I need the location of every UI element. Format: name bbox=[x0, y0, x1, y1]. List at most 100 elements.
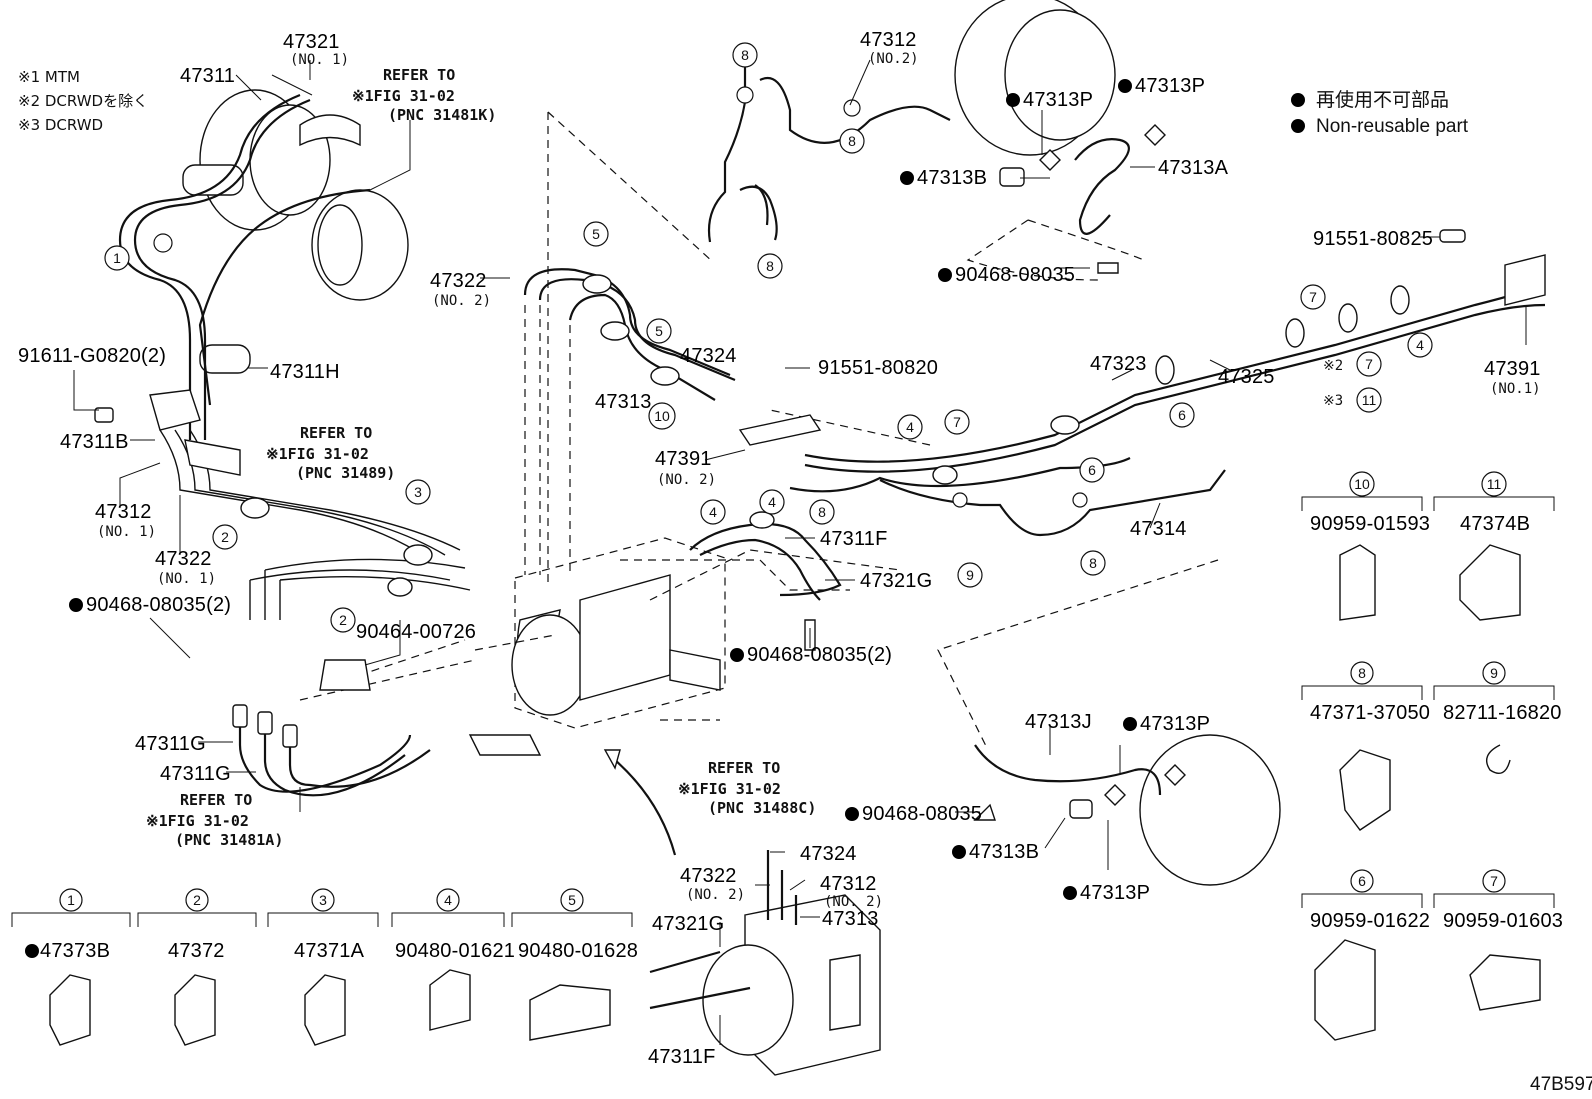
clamp-6: 6 90959-01622 bbox=[1310, 869, 1430, 932]
label-note3: ※3 bbox=[1323, 393, 1343, 409]
svg-text:4: 4 bbox=[768, 494, 776, 510]
label-47311H: 47311H bbox=[270, 361, 340, 383]
label-47312-no2: 47312 bbox=[860, 29, 917, 51]
svg-text:1: 1 bbox=[67, 892, 75, 908]
rear-brake-drum-lower bbox=[973, 734, 1281, 886]
label-note2: ※2 bbox=[1323, 358, 1343, 374]
svg-text:6: 6 bbox=[1178, 407, 1186, 423]
label-47324: 47324 bbox=[680, 345, 737, 367]
callout-1: 1 bbox=[104, 245, 130, 271]
clamp-5: 5 90480-01628 bbox=[518, 888, 638, 962]
callout-8c: 8 bbox=[757, 253, 783, 279]
svg-text:9: 9 bbox=[966, 567, 974, 583]
legend-jp: 再使用不可部品 bbox=[1316, 89, 1449, 111]
label-90468-a: 90468-08035 bbox=[955, 264, 1075, 286]
nonreusable-dot-icon bbox=[1291, 119, 1305, 133]
label-47313: 47313 bbox=[595, 391, 652, 413]
svg-text:5: 5 bbox=[655, 323, 663, 339]
clamp-1: 1 47373B bbox=[25, 888, 110, 962]
label-91551-80825: 91551-80825 bbox=[1313, 228, 1433, 250]
clamp-8-icon bbox=[1339, 749, 1391, 831]
clamp-9-icon bbox=[1486, 744, 1511, 774]
label-47322-no2-sub: (NO. 2) bbox=[432, 293, 491, 309]
svg-text:47373B: 47373B bbox=[40, 940, 110, 962]
diagram-code: 47B597B bbox=[1530, 1074, 1592, 1095]
svg-text:47372: 47372 bbox=[168, 940, 225, 962]
label-47391-no2-sub: (NO. 2) bbox=[657, 472, 716, 488]
svg-text:10: 10 bbox=[654, 408, 670, 424]
svg-text:6: 6 bbox=[1088, 462, 1096, 478]
svg-text:5: 5 bbox=[592, 226, 600, 242]
svg-text:4: 4 bbox=[709, 504, 717, 520]
svg-text:7: 7 bbox=[953, 414, 961, 430]
callout-7b: 7 bbox=[1300, 284, 1326, 310]
clamp-callout-brackets bbox=[11, 496, 1555, 927]
label-47321G-a: 47321G bbox=[860, 570, 932, 592]
svg-text:3: 3 bbox=[414, 484, 422, 500]
svg-text:47374B: 47374B bbox=[1460, 513, 1530, 535]
ref2-line3: (PNC 31489) bbox=[296, 464, 395, 482]
label-47321: 47321 bbox=[283, 31, 340, 53]
part-labels: 47321 (NO. 1) 47311 REFER TO ※1FIG 31-02… bbox=[18, 29, 1592, 1095]
svg-text:4: 4 bbox=[1416, 337, 1424, 353]
svg-text:90480-01628: 90480-01628 bbox=[518, 940, 638, 962]
ref3-line1: REFER TO bbox=[180, 791, 252, 809]
clamp-8: 8 47371-37050 bbox=[1310, 661, 1430, 724]
svg-text:8: 8 bbox=[741, 47, 749, 63]
callout-4d: 4 bbox=[759, 489, 785, 515]
callout-10: 10 bbox=[648, 402, 676, 430]
svg-text:2: 2 bbox=[221, 529, 229, 545]
label-47312-b-sub: (NO. 2) bbox=[824, 894, 883, 910]
label-47321G-b: 47321G bbox=[652, 913, 724, 935]
label-47312-no1: 47312 bbox=[95, 501, 152, 523]
label-47313P-a: 47313P bbox=[1023, 89, 1093, 111]
svg-text:7: 7 bbox=[1490, 873, 1498, 889]
nonreusable-dot-icon bbox=[1291, 93, 1305, 107]
label-47323: 47323 bbox=[1090, 353, 1147, 375]
clamp-4: 4 90480-01621 bbox=[395, 888, 515, 962]
master-cylinder-pipes bbox=[118, 93, 471, 620]
ref3-line3: (PNC 31481A) bbox=[175, 831, 283, 849]
label-47322-b: 47322 bbox=[680, 865, 737, 887]
callout-4a: 4 bbox=[897, 414, 923, 440]
callout-9: 9 bbox=[957, 562, 983, 588]
arrow-head-icon bbox=[603, 749, 621, 770]
label-47311F-b: 47311F bbox=[648, 1046, 716, 1068]
abs-actuator-detail bbox=[649, 850, 881, 1076]
rear-brake-drum-right bbox=[954, 0, 1166, 274]
clamp-6-icon bbox=[1314, 939, 1376, 1041]
label-47311G-a: 47311G bbox=[135, 733, 206, 755]
label-47322-no2: 47322 bbox=[430, 270, 487, 292]
clamp-2-icon bbox=[174, 974, 216, 1046]
nonreusable-dot-icon bbox=[1063, 886, 1077, 900]
legend-en: Non-reusable part bbox=[1316, 116, 1469, 137]
label-47324-b: 47324 bbox=[800, 843, 857, 865]
callout-3: 3 bbox=[405, 479, 431, 505]
label-47312-no2-sub: (NO.2) bbox=[868, 51, 919, 67]
label-47313-b: 47313 bbox=[822, 908, 879, 930]
label-47391-no2: 47391 bbox=[655, 448, 712, 470]
svg-text:11: 11 bbox=[1362, 392, 1377, 408]
callouts: 1 2 2 3 5 5 10 8 8 8 4 7 8 9 8 6 6 7 4 4… bbox=[104, 42, 1433, 633]
47312-no2-pipes bbox=[707, 62, 951, 243]
ref1-line2: ※1FIG 31-02 bbox=[352, 87, 455, 105]
label-47313A: 47313A bbox=[1158, 157, 1229, 179]
callout-8e: 8 bbox=[1080, 550, 1106, 576]
label-47313B-a: 47313B bbox=[917, 167, 987, 189]
svg-text:90480-01621: 90480-01621 bbox=[395, 940, 515, 962]
label-47325: 47325 bbox=[1218, 366, 1275, 388]
clamp-1-icon bbox=[49, 974, 91, 1046]
label-90468-c: 90468-08035(2) bbox=[747, 644, 892, 666]
label-90468-b: 90468-08035(2) bbox=[86, 594, 231, 616]
nonreusable-dot-icon bbox=[1118, 79, 1132, 93]
clamp-4-icon bbox=[429, 969, 471, 1031]
legend: 再使用不可部品 Non-reusable part bbox=[1291, 89, 1469, 137]
ref3-line2: ※1FIG 31-02 bbox=[146, 812, 249, 830]
nonreusable-dot-icon bbox=[952, 845, 966, 859]
callout-8d: 8 bbox=[809, 499, 835, 525]
callout-6b: 6 bbox=[1169, 402, 1195, 428]
svg-text:1: 1 bbox=[113, 250, 121, 266]
svg-text:90959-01603: 90959-01603 bbox=[1443, 910, 1563, 932]
clamp-icons bbox=[49, 544, 1541, 1046]
